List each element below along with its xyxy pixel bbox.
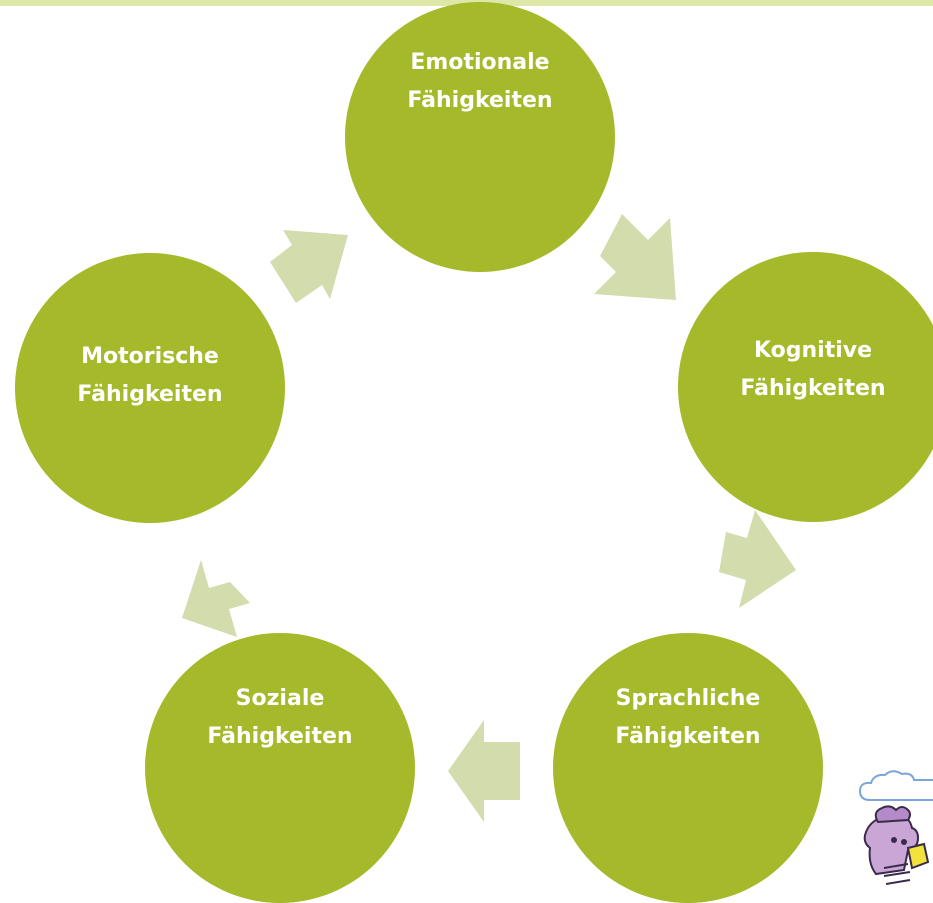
character-eye-icon	[901, 839, 907, 845]
arrow-emotional-to-cognitive	[594, 214, 676, 300]
node-label: Soziale Fähigkeiten	[207, 680, 352, 756]
node-social-skills: Soziale Fähigkeiten	[145, 633, 415, 903]
node-label-line2: Fähigkeiten	[77, 381, 223, 407]
character-hat-icon	[874, 805, 911, 824]
character-eye-icon	[891, 837, 897, 843]
node-label-line2: Fähigkeiten	[740, 375, 886, 401]
arrow-cognitive-to-language	[719, 510, 796, 608]
node-label: Emotionale Fähigkeiten	[407, 44, 552, 120]
node-label-line1: Sprachliche	[615, 686, 761, 711]
node-language-skills: Sprachliche Fähigkeiten	[553, 633, 823, 903]
node-label: Motorische Fähigkeiten	[77, 338, 222, 414]
arrow-motor-to-emotional	[270, 230, 348, 303]
node-label-line1: Motorische	[81, 343, 219, 369]
arrow-social-to-motor	[182, 560, 250, 637]
node-label-line1: Kognitive	[753, 337, 873, 363]
cloud-icon	[858, 770, 933, 801]
clipart-child-illustration	[858, 770, 933, 885]
node-label-line1: Soziale	[235, 686, 325, 711]
arrow-language-to-social	[448, 720, 520, 822]
node-label: Sprachliche Fähigkeiten	[615, 680, 760, 756]
node-label: Kognitive Fähigkeiten	[740, 332, 885, 408]
node-motor-skills: Motorische Fähigkeiten	[15, 253, 285, 523]
node-label-line1: Emotionale	[410, 50, 550, 75]
character-stripes-icon	[883, 863, 911, 885]
node-emotional-skills: Emotionale Fähigkeiten	[345, 2, 615, 272]
character-shirt-icon	[906, 842, 930, 870]
node-cognitive-skills: Kognitive Fähigkeiten	[678, 252, 933, 522]
node-label-line2: Fähigkeiten	[615, 724, 761, 749]
node-label-line2: Fähigkeiten	[407, 88, 553, 113]
node-label-line2: Fähigkeiten	[207, 724, 353, 749]
